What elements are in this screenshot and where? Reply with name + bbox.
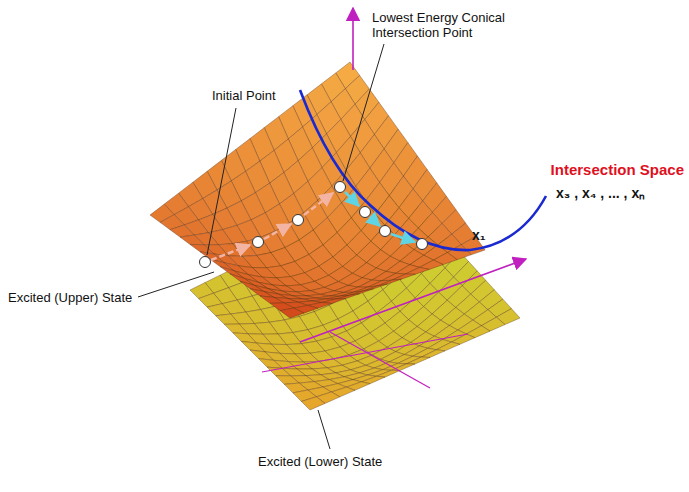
grid-line bbox=[330, 332, 430, 388]
mesh-cell bbox=[259, 359, 283, 369]
grid-line bbox=[262, 334, 468, 372]
state-label: Excited (Lower) State bbox=[258, 454, 382, 469]
upper-surface bbox=[150, 62, 485, 318]
path-point bbox=[293, 215, 304, 226]
path-point bbox=[253, 237, 264, 248]
mesh-cell bbox=[392, 274, 416, 280]
mesh-cell bbox=[376, 370, 400, 377]
path-step bbox=[345, 192, 359, 206]
mesh-cell bbox=[280, 308, 304, 318]
leader-lines bbox=[138, 44, 384, 449]
mesh-cell bbox=[230, 274, 254, 285]
mesh-cell bbox=[364, 284, 388, 291]
mesh-cell bbox=[336, 294, 360, 299]
path-point bbox=[380, 226, 391, 237]
mesh-cell bbox=[210, 259, 234, 271]
mesh-cell bbox=[180, 235, 204, 245]
state-label: Excited (Upper) State bbox=[8, 290, 132, 305]
leader-line bbox=[138, 272, 214, 297]
callout-label: Initial Point bbox=[212, 88, 276, 103]
mesh-cell bbox=[301, 397, 325, 410]
space-label: Intersection Space bbox=[551, 162, 684, 177]
path-step bbox=[370, 217, 380, 226]
mesh-cell bbox=[406, 267, 430, 274]
axis-label: x₁ bbox=[472, 228, 486, 243]
mesh-cell bbox=[216, 314, 240, 324]
path-point bbox=[200, 257, 211, 268]
mesh-cell bbox=[421, 350, 445, 358]
mesh-cell bbox=[224, 324, 248, 334]
path-point bbox=[417, 239, 428, 250]
coordinate-label: x₃ , x₄ , ... , xₙ bbox=[556, 186, 645, 201]
leader-line bbox=[318, 410, 330, 449]
path-step bbox=[211, 245, 250, 260]
lower-surface bbox=[190, 186, 520, 410]
path-step bbox=[264, 224, 291, 239]
mesh-cell bbox=[378, 279, 402, 286]
coordinate-lines bbox=[262, 259, 526, 388]
path-point bbox=[335, 182, 346, 193]
path-step bbox=[391, 234, 415, 242]
leader-line bbox=[207, 108, 236, 255]
callout-label: Lowest Energy Conical Intersection Point bbox=[372, 10, 542, 40]
mesh-cell bbox=[350, 289, 374, 295]
mesh-cell bbox=[391, 364, 415, 371]
path-points bbox=[200, 182, 428, 268]
mesh-cell bbox=[436, 342, 460, 351]
mesh-cell bbox=[170, 225, 194, 237]
mesh-cell bbox=[276, 376, 300, 385]
mesh-cell bbox=[406, 357, 430, 364]
mesh-cell bbox=[207, 304, 231, 316]
intersection-seam bbox=[300, 90, 546, 250]
energy-axis bbox=[352, 8, 354, 70]
mesh-cell bbox=[220, 267, 244, 279]
leader-line bbox=[343, 44, 384, 181]
mesh-cell bbox=[260, 296, 284, 303]
optimization-path bbox=[211, 192, 415, 260]
path-point bbox=[360, 207, 371, 218]
path-step bbox=[304, 193, 333, 215]
